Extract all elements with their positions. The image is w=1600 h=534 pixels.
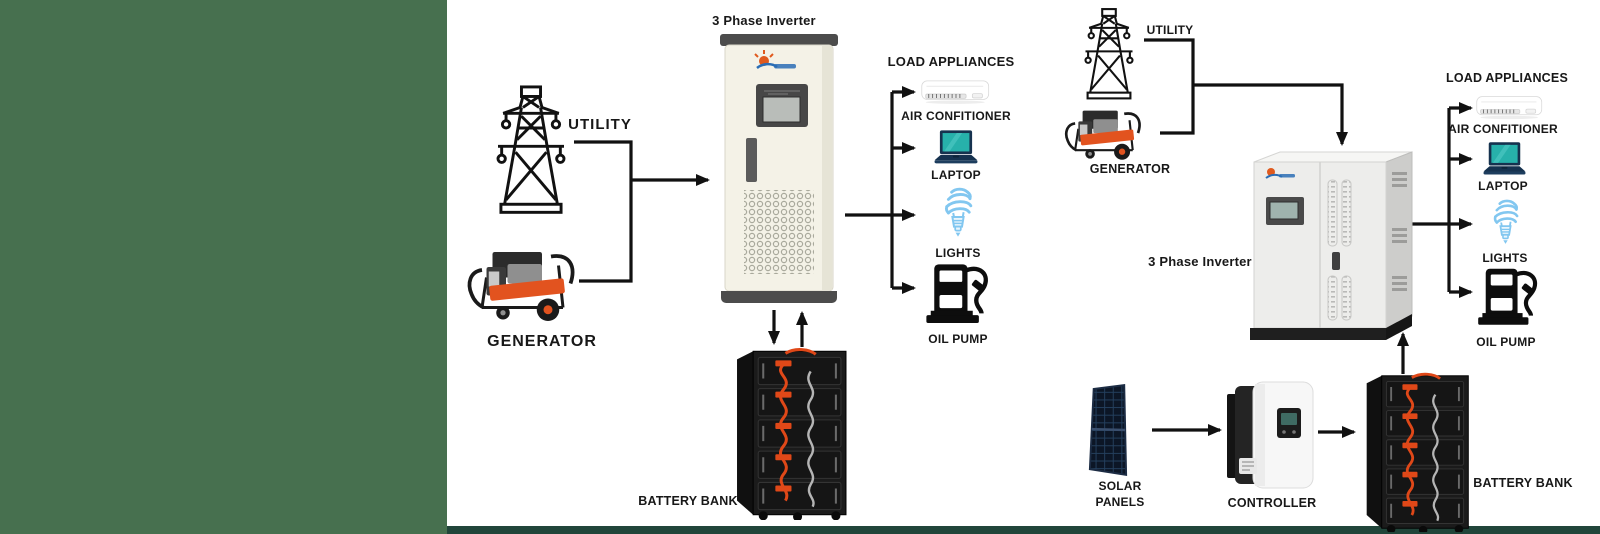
load-appliances-header: LOAD APPLIANCES [1446, 71, 1568, 85]
solar-panels-label: SOLAR PANELS [1095, 479, 1145, 510]
oil-pump-label: OIL PUMP [928, 332, 988, 346]
generator-label: GENERATOR [487, 333, 597, 350]
battery-rack-icon [1361, 372, 1474, 532]
controller-label: CONTROLLER [1227, 496, 1317, 510]
laptop-icon [933, 129, 979, 167]
fuel-dispenser-icon [922, 259, 992, 331]
generator-label: GENERATOR [1089, 162, 1171, 176]
load-appliances-header: LOAD APPLIANCES [887, 54, 1015, 69]
fuel-dispenser-icon [1474, 264, 1541, 332]
inverter-cabinet-icon [716, 32, 842, 308]
laptop-label: LAPTOP [1478, 179, 1528, 193]
cfl-bulb-icon [1491, 196, 1520, 249]
air-conditioner-icon [921, 77, 991, 108]
utility-tower-icon [1075, 7, 1143, 101]
battery-bank-label: BATTERY BANK [638, 494, 738, 508]
inverter-title: 3 Phase Inverter [712, 13, 816, 28]
oil-pump-label: OIL PUMP [1476, 335, 1536, 349]
air-conditioner-icon [1476, 93, 1544, 123]
cfl-bulb-icon [942, 184, 974, 242]
portable-generator-icon [1053, 100, 1157, 164]
air-conditioner-label: AIR CONFITIONER [901, 109, 1011, 123]
utility-tower-icon [492, 84, 570, 216]
utility-label: UTILITY [1146, 23, 1194, 37]
utility-label: UTILITY [568, 116, 632, 133]
inverter-title: 3 Phase Inverter [1148, 254, 1252, 269]
solar-panel-icon [1087, 384, 1129, 476]
portable-generator-icon [464, 236, 584, 328]
charge-controller-icon [1225, 377, 1317, 495]
inverter-cabinet-icon [1246, 140, 1414, 346]
laptop-icon [1482, 141, 1527, 178]
lights-label: LIGHTS [1482, 251, 1528, 265]
bottom-green-strip [447, 526, 1600, 534]
left-green-panel [0, 0, 447, 534]
air-conditioner-label: AIR CONFITIONER [1448, 122, 1558, 136]
lights-label: LIGHTS [935, 246, 981, 260]
laptop-label: LAPTOP [931, 168, 981, 182]
battery-rack-icon [735, 346, 848, 520]
battery-bank-label: BATTERY BANK [1473, 476, 1573, 490]
